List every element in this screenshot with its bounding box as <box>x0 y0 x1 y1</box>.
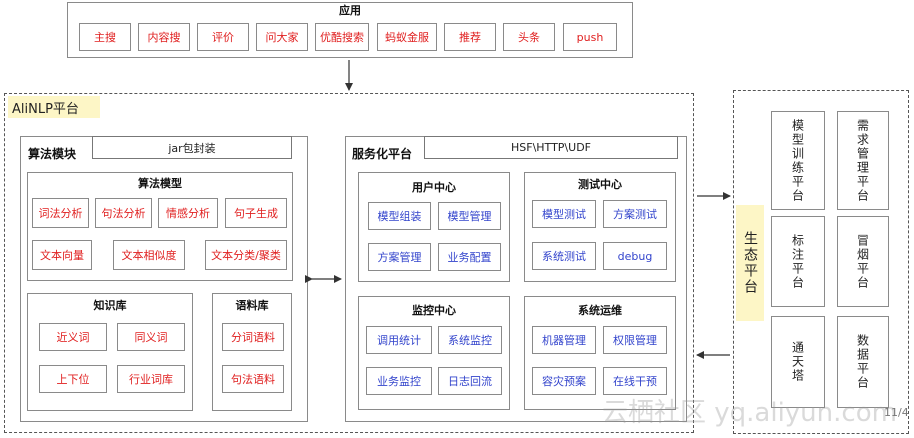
knowledge-base-title: 知识库 <box>93 299 127 312</box>
knowledge-item-synonym-near: 近义词 <box>39 323 107 351</box>
eco-platform-container <box>733 90 909 434</box>
user-center-title: 用户中心 <box>412 181 456 194</box>
test-item-debug: debug <box>603 242 667 270</box>
corpus-item-syntax: 句法语料 <box>222 365 284 393</box>
test-item-system: 系统测试 <box>532 242 596 270</box>
model-item-classification: 文本分类/聚类 <box>205 240 287 270</box>
app-item-0: 主搜 <box>79 23 131 51</box>
knowledge-item-synonym: 同义词 <box>117 323 185 351</box>
corpus-item-segmentation: 分词语料 <box>222 323 284 351</box>
ops-title: 系统运维 <box>578 304 622 317</box>
eco-item-data: 数据平台 <box>837 316 889 408</box>
test-item-plan: 方案测试 <box>603 200 667 228</box>
monitor-item-log: 日志回流 <box>438 367 502 395</box>
user-item-plan-mgmt: 方案管理 <box>368 243 431 271</box>
alinlp-platform-container <box>4 93 694 433</box>
model-item-similarity: 文本相似度 <box>113 240 185 270</box>
knowledge-item-hypernym: 上下位 <box>39 365 107 393</box>
ops-item-permission: 权限管理 <box>603 326 667 354</box>
app-item-1: 内容搜 <box>138 23 190 51</box>
eco-item-smoke: 冒烟平台 <box>837 216 889 307</box>
application-title: 应用 <box>339 4 361 17</box>
app-item-5: 蚂蚁金服 <box>377 23 437 51</box>
monitor-center-title: 监控中心 <box>412 304 456 317</box>
app-item-4: 优酷搜索 <box>315 23 369 51</box>
eco-item-model-training: 模型训练平台 <box>771 111 825 210</box>
protocol-tab: HSF\HTTP\UDF <box>424 136 678 159</box>
user-item-assembly: 模型组装 <box>368 202 431 230</box>
eco-item-annotation: 标注平台 <box>771 216 825 307</box>
user-item-model-mgmt: 模型管理 <box>438 202 501 230</box>
algorithm-model-title: 算法模型 <box>138 177 182 190</box>
ops-item-machine: 机器管理 <box>532 326 596 354</box>
app-item-8: push <box>563 23 617 51</box>
app-item-7: 头条 <box>503 23 555 51</box>
model-item-generation: 句子生成 <box>225 198 287 228</box>
app-item-6: 推荐 <box>444 23 496 51</box>
app-item-2: 评价 <box>197 23 249 51</box>
platform-label: AliNLP平台 <box>8 96 100 118</box>
monitor-item-business: 业务监控 <box>366 367 432 395</box>
jar-package-tab: jar包封装 <box>92 136 292 159</box>
model-item-vector: 文本向量 <box>32 240 92 270</box>
model-item-lexical: 词法分析 <box>32 198 89 228</box>
model-item-syntax: 句法分析 <box>95 198 152 228</box>
app-item-3: 问大家 <box>256 23 308 51</box>
ops-item-intervention: 在线干预 <box>603 367 667 395</box>
test-item-model: 模型测试 <box>532 200 596 228</box>
eco-item-babel: 通天塔 <box>771 316 825 408</box>
eco-item-requirement: 需求管理平台 <box>837 111 889 210</box>
knowledge-item-industry: 行业词库 <box>117 365 185 393</box>
service-platform-title: 服务化平台 <box>352 147 413 161</box>
page-number: 11/4 <box>884 406 909 419</box>
test-center-title: 测试中心 <box>578 178 622 191</box>
model-item-sentiment: 情感分析 <box>158 198 218 228</box>
algorithm-module-title: 算法模块 <box>28 147 77 161</box>
eco-platform-label: 生态平台 <box>736 205 764 321</box>
user-item-business-config: 业务配置 <box>438 243 501 271</box>
watermark: 云栖社区 yq.aliyun.com <box>602 398 897 428</box>
ops-item-disaster: 容灾预案 <box>532 367 596 395</box>
monitor-item-call-stats: 调用统计 <box>366 326 432 354</box>
monitor-item-system: 系统监控 <box>438 326 502 354</box>
corpus-title: 语料库 <box>235 299 269 312</box>
